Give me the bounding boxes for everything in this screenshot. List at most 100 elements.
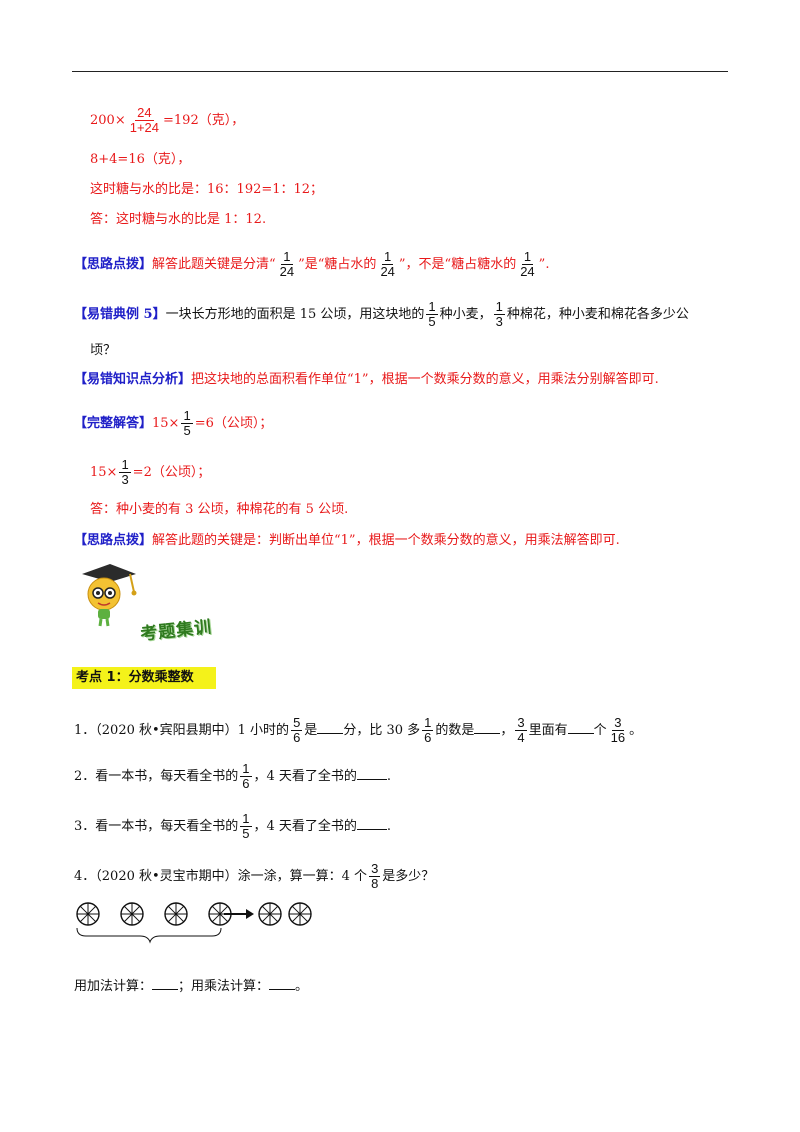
question-text: ，4 天看了全书的 <box>253 819 357 834</box>
tip-tag: 【思路点拨】 <box>74 257 153 272</box>
calc-line-2: 8+4=16（克）， <box>90 152 191 167</box>
numerator: 3 <box>515 715 527 731</box>
denominator: 6 <box>242 776 250 791</box>
question-text: 用加法计算： <box>74 979 153 994</box>
answer-blank[interactable] <box>356 817 387 830</box>
circle-8-parts-icon[interactable] <box>120 902 144 926</box>
numerator: 1 <box>240 761 252 777</box>
answer-line-2: 答：种小麦的有 3 公顷，种棉花的有 5 公顷. <box>90 502 349 517</box>
denominator: 3 <box>121 472 129 487</box>
tip-text: 解答此题的关键是：判断出单位“1”，根据一个数乘分数的意义，用乘法解答即可. <box>152 533 620 548</box>
question-text: 4．（2020 秋•灵宝市期中）涂一涂，算一算：4 个 <box>74 869 368 884</box>
calc-question: 用加法计算：；用乘法计算：。 <box>74 977 308 995</box>
calc-text: =2（公顷）； <box>132 465 211 480</box>
scholar-mascot-icon <box>82 564 137 627</box>
question-text: 3．看一本书，每天看全书的 <box>74 819 239 834</box>
tip-text: ”是“糖占水的 <box>298 257 377 272</box>
numerator: 1 <box>521 249 534 265</box>
calc-text: =192（克）， <box>163 113 245 128</box>
answer-blank[interactable] <box>474 721 501 734</box>
denominator: 8 <box>371 876 379 891</box>
denominator: 24 <box>380 264 395 279</box>
question-text: 里面有 <box>528 723 568 738</box>
question-text: 是多少？ <box>382 869 435 884</box>
denominator: 6 <box>293 730 301 745</box>
denominator: 16 <box>610 730 626 745</box>
denominator: 5 <box>183 423 191 438</box>
circle-8-parts-icon[interactable] <box>164 902 188 926</box>
numerator: 1 <box>240 811 252 827</box>
answer-blank[interactable] <box>152 977 179 990</box>
denominator: 6 <box>424 730 432 745</box>
question-text: 分，比 30 多 <box>343 723 421 738</box>
question-text: 。 <box>629 723 643 738</box>
denominator: 24 <box>279 264 295 279</box>
question-text: ， <box>500 723 514 738</box>
tip-text: 解答此题关键是分清“ <box>152 257 276 272</box>
header-rule <box>72 71 728 72</box>
answer-line-1: 答：这时糖与水的比是 1：12. <box>90 212 267 227</box>
analysis-text: 把这块地的总面积看作单位“1”，根据一个数乘分数的意义，用乘法分别解答即可. <box>191 372 659 387</box>
circle-8-parts-icon[interactable] <box>76 902 100 926</box>
calc-line-3: 这时糖与水的比是：16：192=1：12； <box>90 182 324 197</box>
numerator: 1 <box>181 408 193 424</box>
numerator: 24 <box>135 105 154 121</box>
numerator: 1 <box>493 299 505 315</box>
answer-blank[interactable] <box>567 721 594 734</box>
denominator: 24 <box>520 264 535 279</box>
answer-blank[interactable] <box>356 767 387 780</box>
calc-text: 15× <box>90 465 118 480</box>
fraction-circles-figure <box>76 902 312 944</box>
example-text: 一块长方形地的面积是 15 公顷，用这块地的 <box>165 307 425 322</box>
example-text: 种小麦， <box>439 307 492 322</box>
question-text: 个 <box>593 723 607 738</box>
numerator: 3 <box>612 715 624 731</box>
denominator: 3 <box>495 314 503 329</box>
numerator: 1 <box>426 299 438 315</box>
question-text: 。 <box>295 979 309 994</box>
circle-8-parts-icon[interactable] <box>288 902 312 926</box>
question-text: ，4 天看了全书的 <box>253 769 357 784</box>
question-text: . <box>386 819 392 834</box>
numerator: 1 <box>281 249 293 265</box>
answer-blank[interactable] <box>317 721 344 734</box>
tip-tag: 【思路点拨】 <box>74 533 153 548</box>
example-text: 种棉花，种小麦和棉花各多少公 <box>506 307 689 322</box>
question-text: 1．（2020 秋•宾阳县期中）1 小时的 <box>74 723 290 738</box>
numerator: 3 <box>369 861 381 877</box>
section-heading: 考点 1：分数乘整数 <box>72 667 216 689</box>
question-text: 2．看一本书，每天看全书的 <box>74 769 239 784</box>
denominator: 4 <box>517 730 525 745</box>
numerator: 5 <box>291 715 303 731</box>
exam-practice-banner: 考题集训 <box>139 617 214 645</box>
calc-text: 200× <box>90 113 126 128</box>
example-tag: 【易错典例 5】 <box>74 307 166 322</box>
denominator: 1+24 <box>129 120 160 135</box>
numerator: 1 <box>119 457 131 473</box>
calc-text: =6（公顷）； <box>194 416 273 431</box>
question-text: 的数是 <box>435 723 475 738</box>
circle-8-parts-icon[interactable] <box>258 902 282 926</box>
tip-text: ”，不是“糖占糖水的 <box>398 257 517 272</box>
answer-blank[interactable] <box>269 977 296 990</box>
